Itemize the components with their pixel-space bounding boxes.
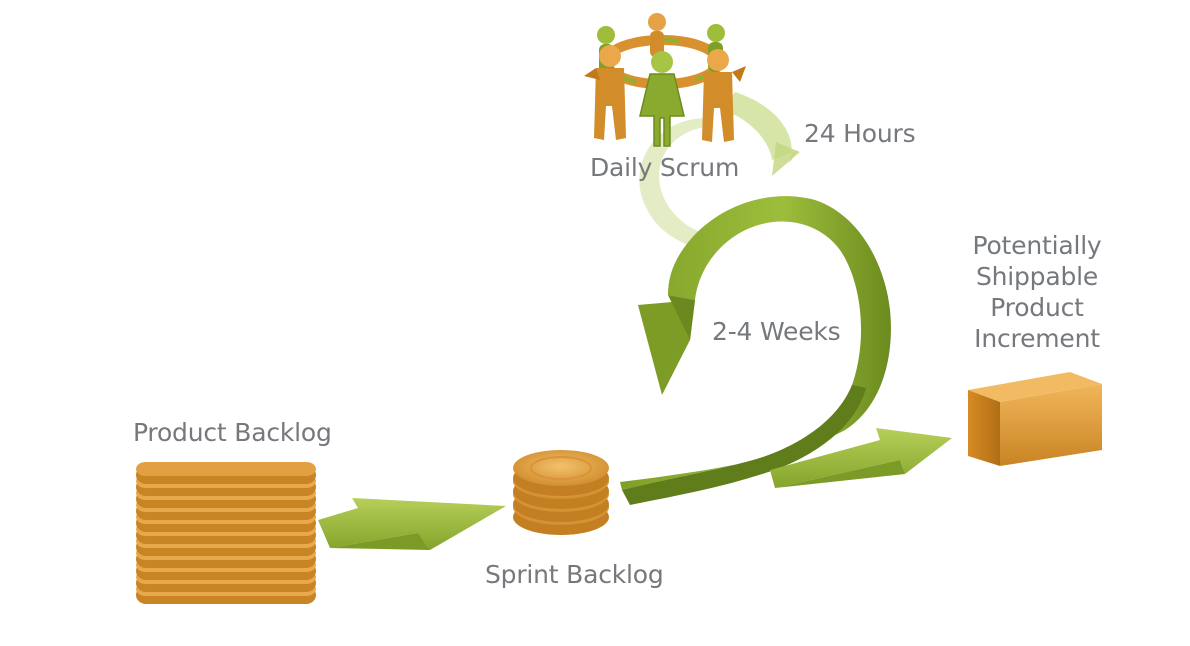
increment-label-line-2: Shippable [975,262,1099,291]
sprint-cycle-arrow [620,196,891,505]
increment-label: Potentially Shippable Product Increment [962,230,1112,354]
increment-label-line-3: Product [990,293,1084,322]
increment-label-line-1: Potentially [972,231,1102,260]
increment-box [968,372,1102,466]
sprint-backlog-stack [513,450,609,535]
increment-label-line-4: Increment [974,324,1100,353]
weeks-label: 2-4 Weeks [712,317,841,346]
daily-scrum-people [584,13,746,147]
daily-scrum-label: Daily Scrum [590,153,740,182]
hours-label: 24 Hours [804,119,916,148]
delivery-arrow [770,428,952,488]
daily-cycle-arrow [639,92,800,246]
sprint-item-coin [513,450,609,496]
product-backlog-label: Product Backlog [133,418,332,447]
planning-arrow [318,498,506,550]
product-backlog-stack [136,462,316,604]
sprint-backlog-label: Sprint Backlog [485,560,664,589]
backlog-item-layer [136,462,316,484]
